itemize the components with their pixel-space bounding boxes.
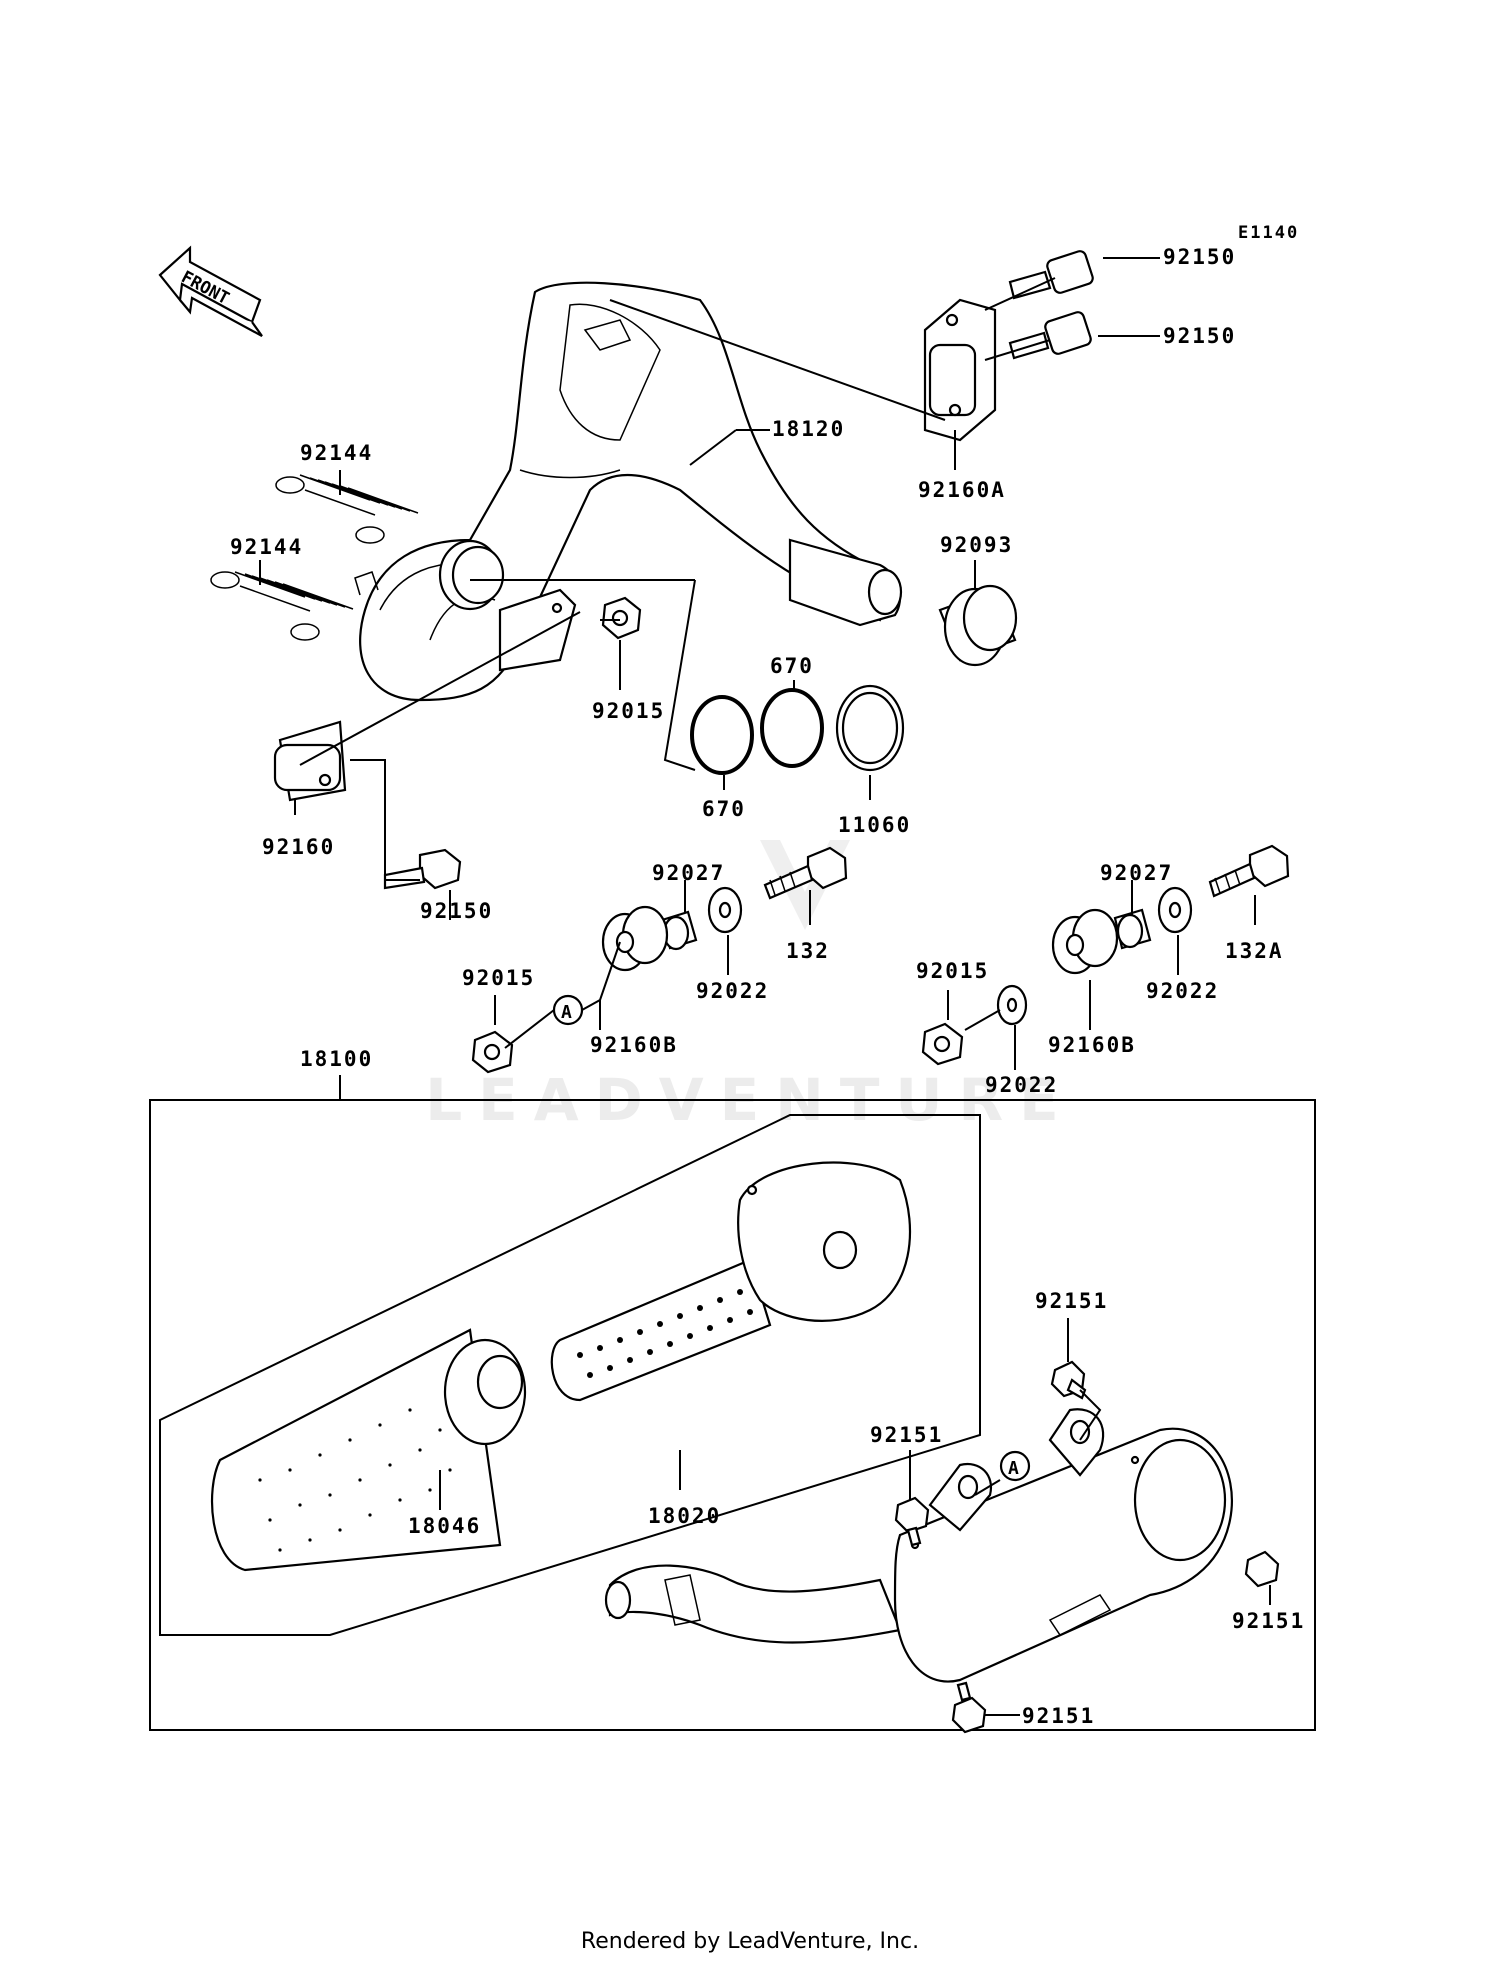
label-92160A: 92160A bbox=[918, 478, 1006, 502]
label-132A: 132A bbox=[1225, 939, 1284, 963]
label-18120: 18120 bbox=[772, 417, 845, 441]
bolt-132A bbox=[1208, 844, 1290, 898]
label-92022-left: 92022 bbox=[696, 979, 769, 1003]
label-92151-bottom: 92151 bbox=[1022, 1704, 1095, 1728]
label-92150-middle: 92150 bbox=[1163, 324, 1236, 348]
footer-credit: Rendered by LeadVenture, Inc. bbox=[581, 1929, 919, 1954]
label-92150-top: 92150 bbox=[1163, 245, 1236, 269]
label-92027-right: 92027 bbox=[1100, 861, 1173, 885]
spring-92144-lower bbox=[210, 571, 354, 641]
label-92093: 92093 bbox=[940, 533, 1013, 557]
bolt-92151-right bbox=[1244, 1550, 1280, 1588]
label-92022-right-upper: 92022 bbox=[1146, 979, 1219, 1003]
bolt-92150-upper bbox=[1008, 250, 1094, 360]
label-92144-upper: 92144 bbox=[300, 441, 373, 465]
label-92144-lower: 92144 bbox=[230, 535, 303, 559]
gasket-11060 bbox=[835, 684, 905, 772]
svg-text:A: A bbox=[561, 1002, 572, 1023]
bolt-92151-top bbox=[1050, 1360, 1087, 1400]
label-92160B-right: 92160B bbox=[1048, 1033, 1136, 1057]
bracket-92160A bbox=[923, 298, 997, 442]
expansion-chamber-18120 bbox=[354, 281, 903, 702]
packing-18046 bbox=[210, 1328, 527, 1572]
washer-92022-right-upper bbox=[1157, 886, 1193, 934]
assembly-18020-box bbox=[159, 1114, 981, 1636]
label-92150-bottom: 92150 bbox=[420, 899, 493, 923]
washer-92022-right-lower bbox=[996, 984, 1028, 1026]
front-arrow-icon: FRONT bbox=[158, 245, 263, 337]
collar-92027-right bbox=[1113, 908, 1152, 950]
sleeve-92093 bbox=[938, 584, 1018, 667]
core-18020 bbox=[550, 1161, 912, 1402]
bolt-132 bbox=[763, 846, 848, 900]
label-92015-upper: 92015 bbox=[592, 699, 665, 723]
diagram-code: E1140 bbox=[1238, 223, 1299, 243]
o-ring-670-right bbox=[760, 688, 824, 768]
nut-92015-left bbox=[471, 1030, 514, 1074]
label-92160: 92160 bbox=[262, 835, 335, 859]
label-92151-top: 92151 bbox=[1035, 1289, 1108, 1313]
muffler bbox=[604, 1408, 1233, 1683]
label-92015-right: 92015 bbox=[916, 959, 989, 983]
label-132: 132 bbox=[786, 939, 830, 963]
nut-92015-upper bbox=[601, 596, 642, 640]
label-92151-right: 92151 bbox=[1232, 1609, 1305, 1633]
bolt-92151-bottom bbox=[951, 1681, 987, 1734]
label-18020: 18020 bbox=[648, 1504, 721, 1528]
svg-text:A: A bbox=[1008, 1458, 1019, 1479]
label-18046: 18046 bbox=[408, 1514, 481, 1538]
bolt-92150-lower bbox=[383, 848, 462, 890]
assembly-18100-box bbox=[149, 1099, 1316, 1731]
label-92015-left: 92015 bbox=[462, 966, 535, 990]
label-670-lower: 670 bbox=[702, 797, 746, 821]
label-92151-left: 92151 bbox=[870, 1423, 943, 1447]
label-18100: 18100 bbox=[300, 1047, 373, 1071]
bolt-92151-left bbox=[894, 1496, 930, 1547]
nut-92015-right bbox=[921, 1022, 964, 1066]
spring-92144-upper bbox=[275, 474, 419, 544]
label-92027-left: 92027 bbox=[652, 861, 725, 885]
o-ring-670-left bbox=[690, 695, 754, 775]
damper-92160B-right bbox=[1051, 908, 1119, 975]
label-92160B-left: 92160B bbox=[590, 1033, 678, 1057]
washer-92022-left bbox=[707, 886, 743, 934]
label-670-upper: 670 bbox=[770, 654, 814, 678]
bracket-92160 bbox=[273, 720, 347, 802]
callout-a-bottom: A bbox=[999, 1450, 1031, 1482]
callout-a-top: A bbox=[552, 994, 584, 1026]
label-11060: 11060 bbox=[838, 813, 911, 837]
damper-92160B-left bbox=[601, 905, 669, 972]
leader-lines bbox=[259, 257, 1271, 1716]
label-92022-right-lower: 92022 bbox=[985, 1073, 1058, 1097]
part-labels: 92150 92150 18120 92160A 92144 92144 920… bbox=[230, 245, 1305, 1728]
